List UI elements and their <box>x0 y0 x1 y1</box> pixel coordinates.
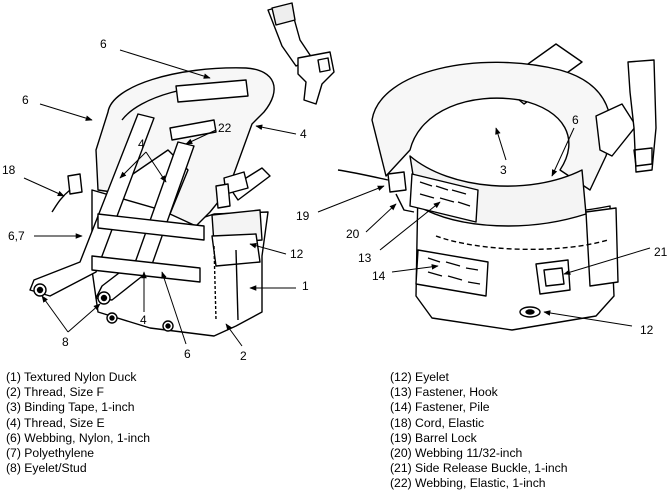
callout-19: 19 <box>296 209 310 223</box>
legend-item: (2) Thread, Size F <box>6 385 104 400</box>
legend-item: (21) Side Release Buckle, 1-inch <box>390 461 568 476</box>
callout-6-left: 6 <box>22 93 29 107</box>
callout-18: 18 <box>2 163 16 177</box>
front-callouts <box>23 49 297 347</box>
side-release-buckle-front <box>297 51 335 105</box>
back-view <box>337 43 657 331</box>
back-right-strap <box>595 103 637 157</box>
callout-20: 20 <box>346 227 360 241</box>
barrel-lock-back <box>387 171 407 193</box>
callout-6-7: 6,7 <box>8 229 25 243</box>
legend-item: (6) Webbing, Nylon, 1-inch <box>6 430 151 445</box>
back-harness <box>371 61 612 191</box>
barrel-lock-front <box>67 173 83 195</box>
legend-item: (3) Binding Tape, 1-inch <box>6 400 135 415</box>
legend-item: (19) Barrel Lock <box>390 430 477 445</box>
callout-6-top: 6 <box>100 37 107 51</box>
callout-4-bottom: 4 <box>140 313 147 327</box>
front-view <box>29 2 335 337</box>
top-webbing-6 <box>175 79 249 103</box>
hook-fastener-13 <box>409 173 479 223</box>
legend-item: (18) Cord, Elastic <box>390 415 485 430</box>
callout-3: 3 <box>500 163 507 177</box>
callout-2: 2 <box>240 349 247 363</box>
back-side-pocket <box>585 207 619 287</box>
callout-6-bottom: 6 <box>184 347 191 361</box>
legend-item: (13) Fastener, Hook <box>390 385 498 400</box>
callout-12-front: 12 <box>290 247 304 261</box>
callout-8: 8 <box>62 335 69 349</box>
legend-item: (14) Fastener, Pile <box>390 400 490 415</box>
legend-right: (12) Eyelet (13) Fastener, Hook (14) Fas… <box>390 370 568 492</box>
callout-12-back: 12 <box>640 323 654 337</box>
legend-item: (20) Webbing 11/32-inch <box>390 446 523 461</box>
legend-left: (1) Textured Nylon Duck (2) Thread, Size… <box>6 370 150 476</box>
back-callouts <box>317 127 651 327</box>
pile-fastener-14 <box>415 249 489 297</box>
callout-6-back: 6 <box>572 113 579 127</box>
legend-item: (22) Webbing, Elastic, 1-inch <box>390 476 546 491</box>
callout-4-upper: 4 <box>138 137 145 151</box>
body-strap-lower <box>91 255 201 283</box>
callout-13: 13 <box>358 251 372 265</box>
top-strap-tab <box>271 2 296 26</box>
callout-1: 1 <box>302 279 309 293</box>
legend-item: (12) Eyelet <box>390 370 449 384</box>
callout-22: 22 <box>218 121 232 135</box>
body-strap-upper <box>97 213 205 241</box>
legend-item: (7) Polyethylene <box>6 446 95 461</box>
side-release-buckle-back <box>627 59 657 173</box>
legend-item: (4) Thread, Size E <box>6 415 105 430</box>
elastic-webbing-22 <box>169 119 217 141</box>
legend-item: (1) Textured Nylon Duck <box>6 370 137 384</box>
callout-14: 14 <box>372 269 386 283</box>
callout-4-right: 4 <box>300 127 307 141</box>
legend-item: (8) Eyelet/Stud <box>6 461 87 476</box>
callout-21: 21 <box>654 245 668 259</box>
